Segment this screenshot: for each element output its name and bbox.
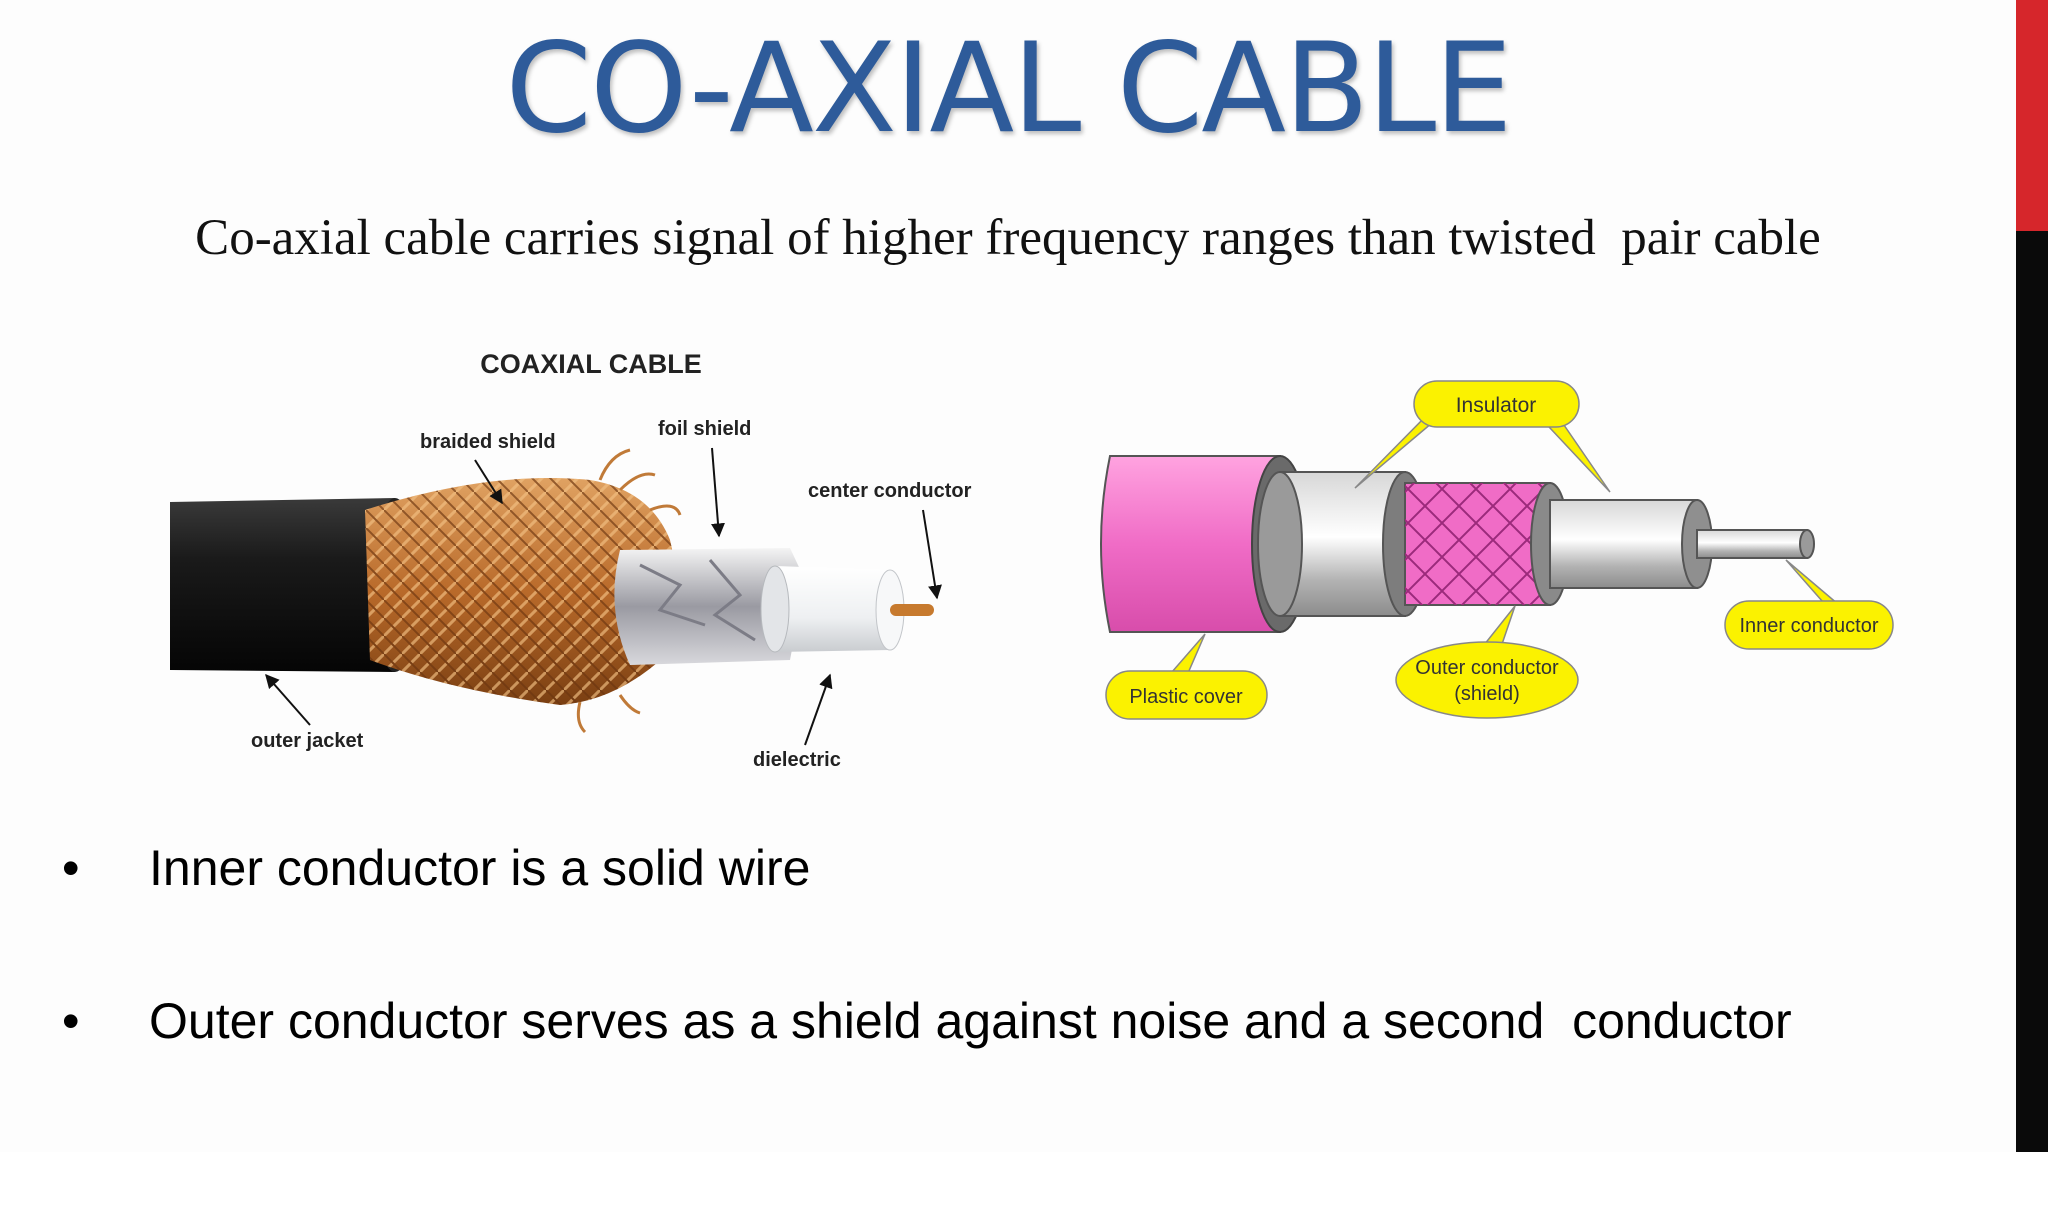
bullet-marker: • (62, 993, 80, 1049)
inner-conductor-shape (1696, 529, 1808, 559)
bullet-text: Outer conductor serves as a shield again… (149, 993, 1792, 1049)
center-conductor-shape (890, 604, 934, 616)
dielectric-edge (760, 565, 790, 653)
label-insulator: Insulator (1456, 394, 1537, 417)
inner-conductor-face (1799, 529, 1815, 559)
label-center-conductor: center conductor (808, 480, 972, 502)
callout-insulator (1413, 380, 1580, 428)
label-outer-jacket: outer jacket (251, 730, 364, 752)
bullet-item: • Outer conductor serves as a shield aga… (62, 991, 1792, 1231)
label-dielectric: dielectric (753, 749, 841, 771)
arrow-braided-shield (474, 459, 503, 505)
loose-strands (576, 448, 682, 734)
dielectric-shape (1549, 499, 1698, 589)
slide-title: CO-AXIAL CABLE (505, 17, 1512, 161)
label-braided-shield: braided shield (420, 431, 556, 453)
plastic-cover-shape (1100, 455, 1281, 633)
coaxial-cable-schematic-diagram: Insulator Inner conductor Plastic cover … (1100, 380, 1894, 720)
arrow-dielectric (804, 673, 833, 746)
slide-subtitle: Co-axial cable carries signal of higher … (195, 210, 1821, 266)
arrow-foil-shield (711, 447, 725, 538)
foil-wrinkles (639, 559, 756, 642)
label-foil-shield: foil shield (658, 418, 751, 440)
slide: CO-AXIAL CABLE Co-axial cable carries si… (62, 0, 2048, 1152)
arrow-center-conductor (922, 509, 942, 600)
braid-texture (365, 478, 690, 705)
coaxial-cable-photo-diagram: COAXIAL CABLE braided shield foil shield… (170, 349, 972, 771)
outer-conductor-mesh (1405, 483, 1550, 605)
dielectric-shape (775, 566, 900, 652)
side-accent-bar-black (2016, 231, 2048, 1152)
label-inner-conductor: Inner conductor (1740, 615, 1879, 637)
photo-diagram-heading: COAXIAL CABLE (480, 349, 702, 379)
arrow-outer-jacket (265, 673, 311, 726)
label-outer-conductor-shield: (shield) (1454, 683, 1520, 705)
insulator-edge (1257, 471, 1303, 617)
bullet-marker: • (62, 840, 80, 896)
label-outer-conductor: Outer conductor (1415, 657, 1559, 679)
label-plastic-cover: Plastic cover (1129, 686, 1243, 708)
side-accent-bar-red (2016, 0, 2048, 231)
callout-plastic-cover (1105, 670, 1268, 720)
callout-outer-conductor (1395, 641, 1579, 719)
outer-jacket-shape (170, 498, 408, 672)
bullet-text: Inner conductor is a solid wire (149, 840, 811, 896)
callout-inner-conductor (1724, 600, 1894, 650)
bullet-item: • Inner conductor is a solid wire (62, 838, 810, 1078)
